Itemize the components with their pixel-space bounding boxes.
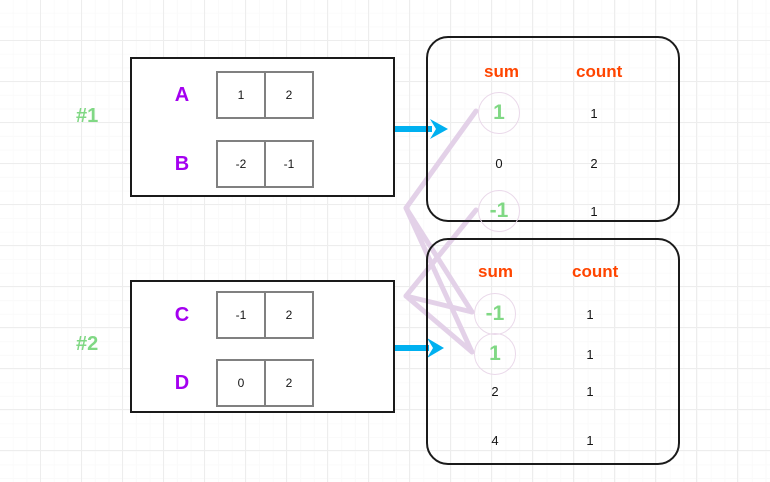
- cell-value: 0: [216, 359, 266, 407]
- count-value: 1: [586, 307, 594, 322]
- cell-pair: -1 2: [216, 291, 314, 339]
- cell-value: 2: [264, 71, 314, 119]
- count-value: 1: [590, 106, 598, 121]
- cell-value: -1: [216, 291, 266, 339]
- sum-value-circled: 1: [474, 333, 516, 375]
- row-label-a: A: [174, 84, 190, 106]
- result-box-2: sum count -1 1 1 1 2 1 4 1: [426, 238, 680, 465]
- group-box-2: C -1 2 D 0 2: [130, 280, 395, 413]
- cell-value: 2: [264, 359, 314, 407]
- count-value: 2: [590, 156, 598, 171]
- cell-value: -2: [216, 140, 266, 188]
- cell-pair: 1 2: [216, 71, 314, 119]
- count-value: 1: [590, 204, 598, 219]
- row-label-c: C: [174, 304, 190, 326]
- cell-value: 2: [264, 291, 314, 339]
- column-header-sum: sum: [484, 62, 519, 81]
- table-row: C -1 2: [132, 291, 393, 339]
- count-value: 1: [586, 347, 594, 362]
- sum-value-circled: 1: [478, 92, 520, 134]
- table-row: B -2 -1: [132, 140, 393, 188]
- count-value: 1: [586, 433, 594, 448]
- row-label-d: D: [174, 372, 190, 394]
- column-header-count: count: [572, 262, 619, 281]
- row-label-b: B: [174, 153, 190, 175]
- cell-value: -1: [264, 140, 314, 188]
- sum-value: 4: [491, 433, 499, 448]
- result-box-1: sum count 1 1 0 2 -1 1: [426, 36, 680, 232]
- group-tag-1: #1: [76, 105, 99, 127]
- cell-pair: 0 2: [216, 359, 314, 407]
- column-header-sum: sum: [478, 262, 513, 281]
- group-tag-2: #2: [76, 333, 99, 355]
- column-header-count: count: [576, 62, 623, 81]
- cell-pair: -2 -1: [216, 140, 314, 188]
- group-box-1: A 1 2 B -2 -1: [130, 57, 395, 197]
- table-row: A 1 2: [132, 71, 393, 119]
- sum-value-circled: -1: [478, 190, 520, 232]
- count-value: 1: [586, 384, 594, 399]
- sum-value: 0: [495, 156, 503, 171]
- sum-value-circled: -1: [474, 293, 516, 335]
- sum-value: 2: [491, 384, 499, 399]
- table-row: D 0 2: [132, 359, 393, 407]
- cell-value: 1: [216, 71, 266, 119]
